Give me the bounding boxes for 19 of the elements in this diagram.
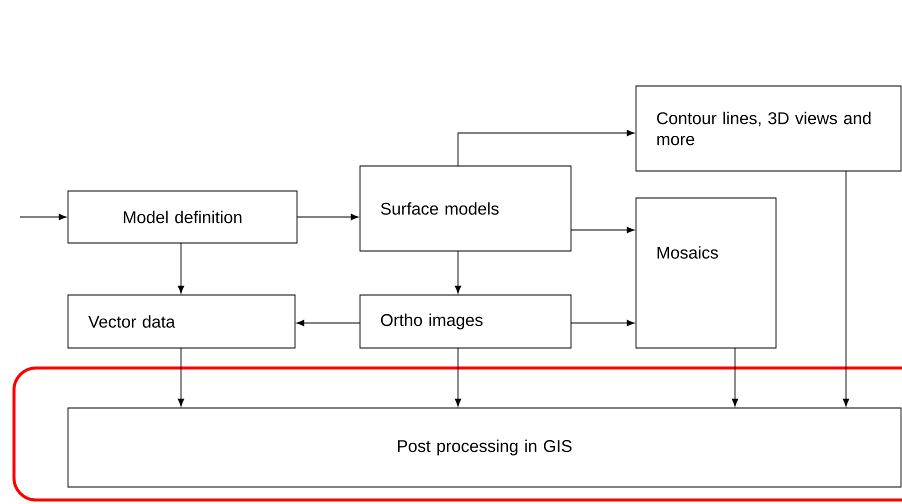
arrow (296, 214, 358, 220)
process-box: Surface models (360, 166, 572, 252)
arrow (454, 348, 462, 406)
process-box: Model definition (68, 190, 298, 244)
process-box: Post processing in GIS (68, 408, 902, 488)
arrow (842, 170, 850, 406)
process-box: Mosaics (636, 198, 776, 348)
arrow (570, 320, 634, 326)
arrow (570, 226, 634, 234)
process-box: Contour lines, 3D views and more (636, 86, 902, 172)
arrow (454, 250, 462, 294)
arrow (178, 242, 184, 294)
arrow (296, 320, 360, 326)
process-box: Ortho images (360, 294, 572, 348)
process-box: Vector data (68, 294, 296, 348)
arrow (458, 130, 634, 166)
arrow (178, 348, 184, 406)
arrow (732, 348, 738, 406)
arrow (20, 214, 66, 220)
